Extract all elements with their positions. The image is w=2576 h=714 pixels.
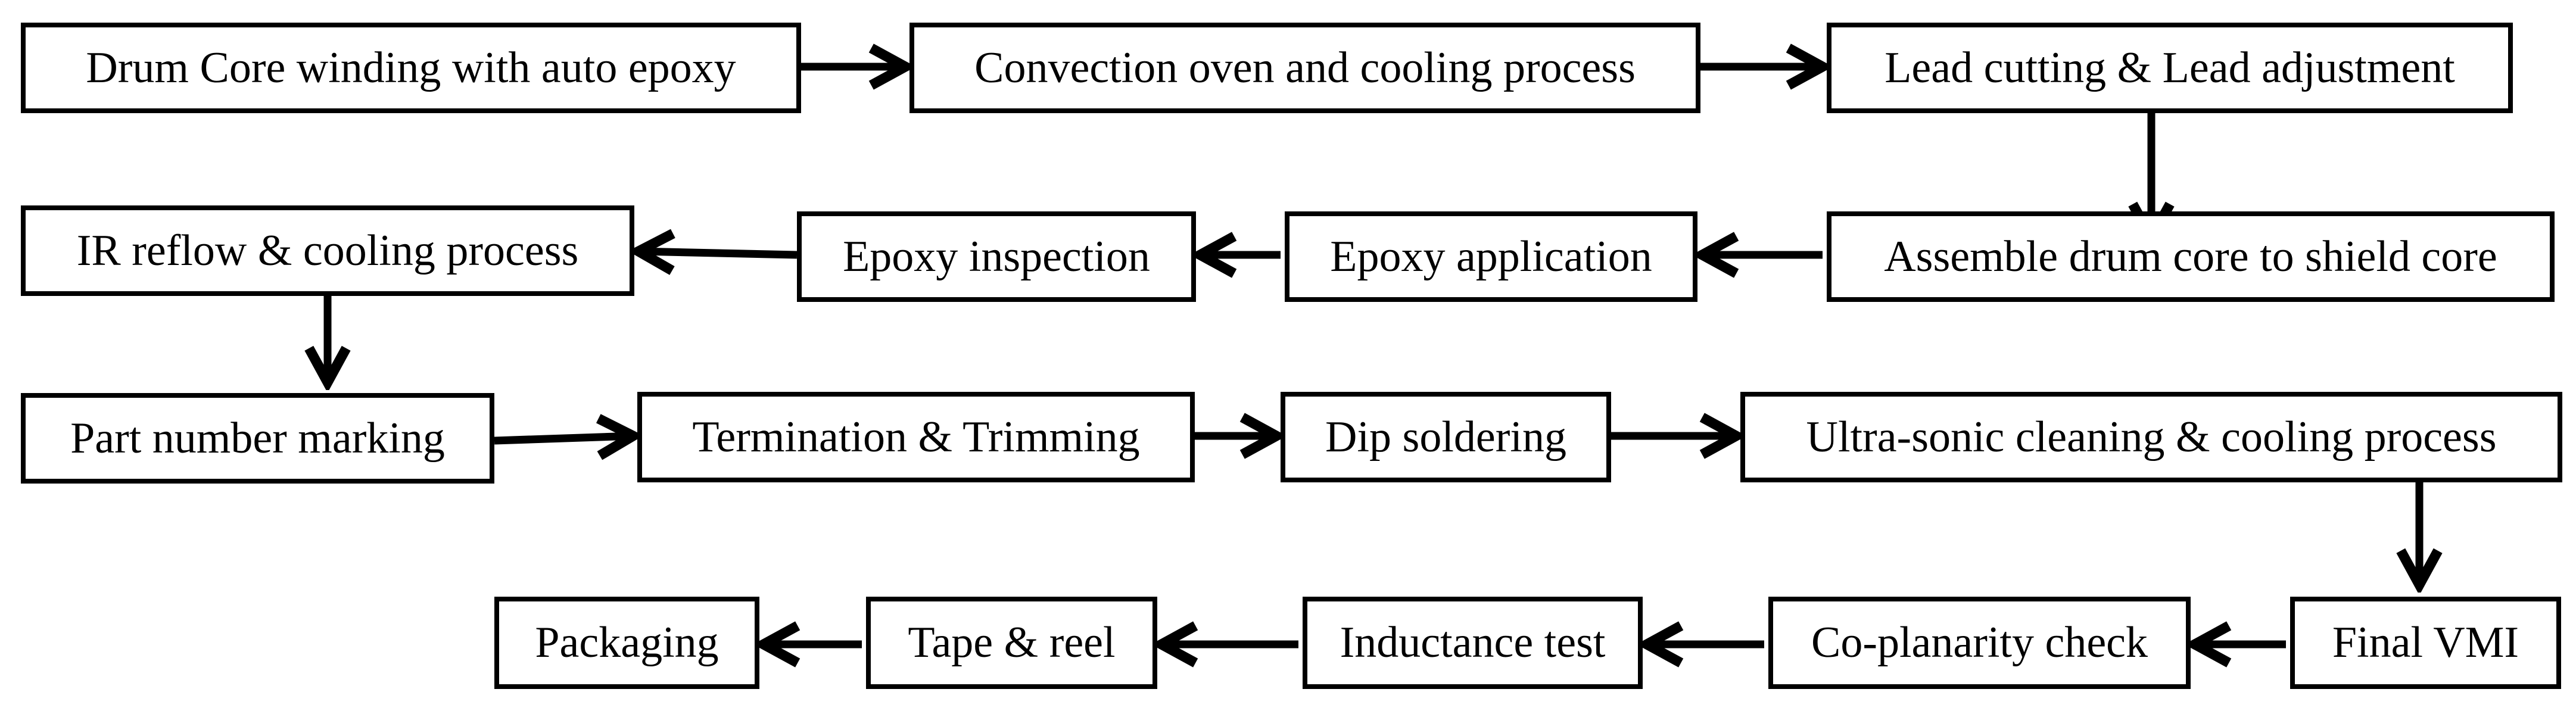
step-co-planarity-check: Co-planarity check [1768, 597, 2191, 689]
step-drum-core-winding: Drum Core winding with auto epoxy [21, 23, 801, 113]
step-label: Co-planarity check [1811, 618, 2148, 667]
step-label: Lead cutting & Lead adjustment [1885, 43, 2455, 92]
step-label: IR reflow & cooling process [76, 226, 579, 275]
step-final-vmi: Final VMI [2290, 597, 2561, 689]
step-label: Termination & Trimming [692, 412, 1140, 462]
step-label: Packaging [535, 618, 719, 667]
step-epoxy-application: Epoxy application [1285, 211, 1697, 302]
step-tape-reel: Tape & reel [866, 597, 1157, 689]
step-label: Ultra-sonic cleaning & cooling process [1806, 412, 2497, 462]
step-label: Drum Core winding with auto epoxy [86, 43, 736, 92]
step-label: Epoxy inspection [843, 232, 1150, 281]
step-inductance-test: Inductance test [1303, 597, 1643, 689]
step-label: Part number marking [70, 413, 445, 463]
step-ir-reflow: IR reflow & cooling process [21, 205, 634, 296]
step-label: Dip soldering [1325, 412, 1566, 462]
step-part-number-marking: Part number marking [21, 393, 494, 484]
step-label: Epoxy application [1330, 232, 1652, 281]
step-label: Inductance test [1340, 618, 1606, 667]
step-epoxy-inspection: Epoxy inspection [797, 211, 1196, 302]
step-label: Final VMI [2332, 618, 2519, 667]
arrow-s8-s9 [494, 436, 633, 441]
step-packaging: Packaging [494, 597, 759, 689]
step-label: Assemble drum core to shield core [1884, 232, 2497, 281]
step-label: Convection oven and cooling process [974, 43, 1636, 92]
step-label: Tape & reel [908, 618, 1116, 667]
step-termination-trimming: Termination & Trimming [637, 392, 1195, 482]
step-dip-soldering: Dip soldering [1281, 392, 1611, 482]
step-assemble-drum-core: Assemble drum core to shield core [1827, 211, 2555, 302]
step-ultrasonic-cleaning: Ultra-sonic cleaning & cooling process [1740, 392, 2562, 482]
step-convection-oven: Convection oven and cooling process [909, 23, 1700, 113]
step-lead-cutting: Lead cutting & Lead adjustment [1827, 23, 2513, 113]
arrow-s6-s7 [638, 251, 798, 255]
